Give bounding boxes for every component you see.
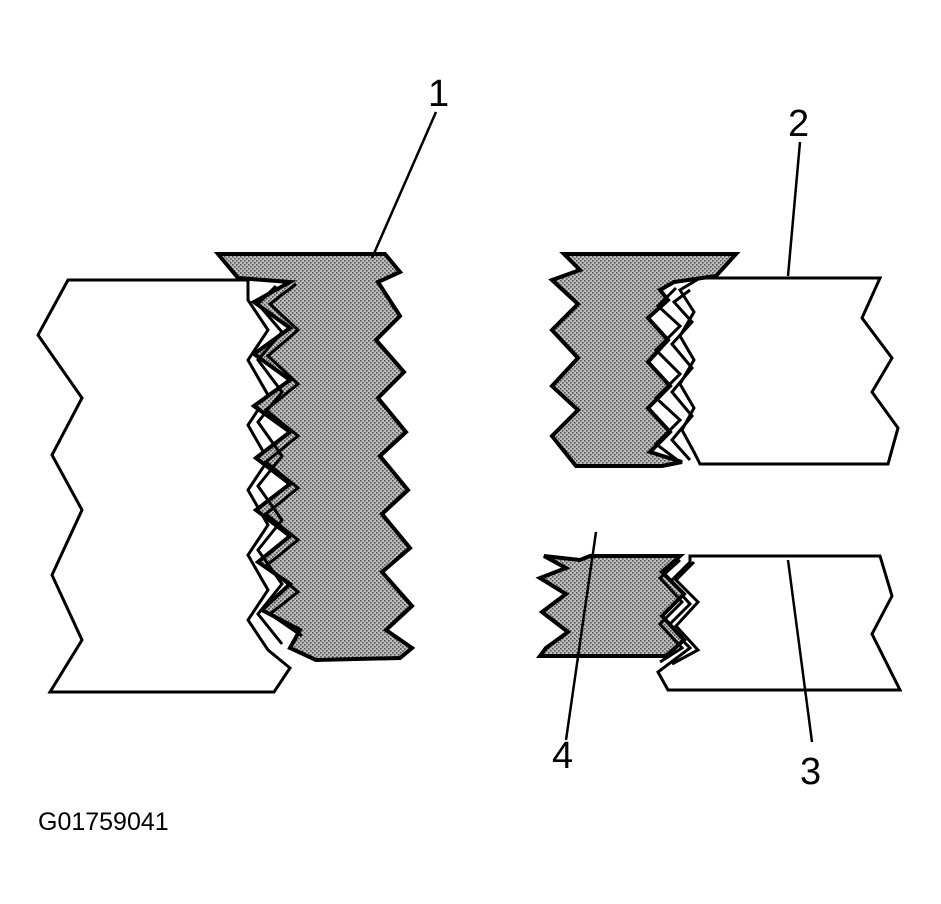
leader-line-1 (370, 111, 438, 259)
callout-3: 3 (800, 751, 821, 793)
right-upper-thread-gap-inner (653, 286, 683, 464)
right-upper-housing (677, 276, 900, 466)
callout-1: 1 (428, 73, 449, 115)
right-lower-thread-gap-inner (657, 558, 685, 664)
right-lower-insert (535, 554, 687, 658)
callout-4: 4 (552, 735, 573, 777)
right-upper-insert (548, 252, 741, 468)
left-housing-block (36, 278, 293, 694)
callout-2: 2 (788, 103, 809, 145)
left-thread-gap-inner (263, 282, 303, 638)
leader-line-3 (786, 559, 814, 743)
leader-line-4 (564, 531, 598, 741)
right-upper-thread-gap (670, 288, 695, 462)
leader-lines (370, 111, 814, 743)
figure-id: G01759041 (38, 808, 169, 836)
left-assembly (36, 252, 416, 694)
right-upper-assembly (548, 252, 900, 468)
right-lower-thread-gap (671, 560, 701, 666)
left-thread-gap (255, 284, 284, 645)
right-lower-assembly (535, 554, 903, 692)
leader-line-2 (786, 141, 802, 277)
right-lower-housing (656, 554, 903, 692)
